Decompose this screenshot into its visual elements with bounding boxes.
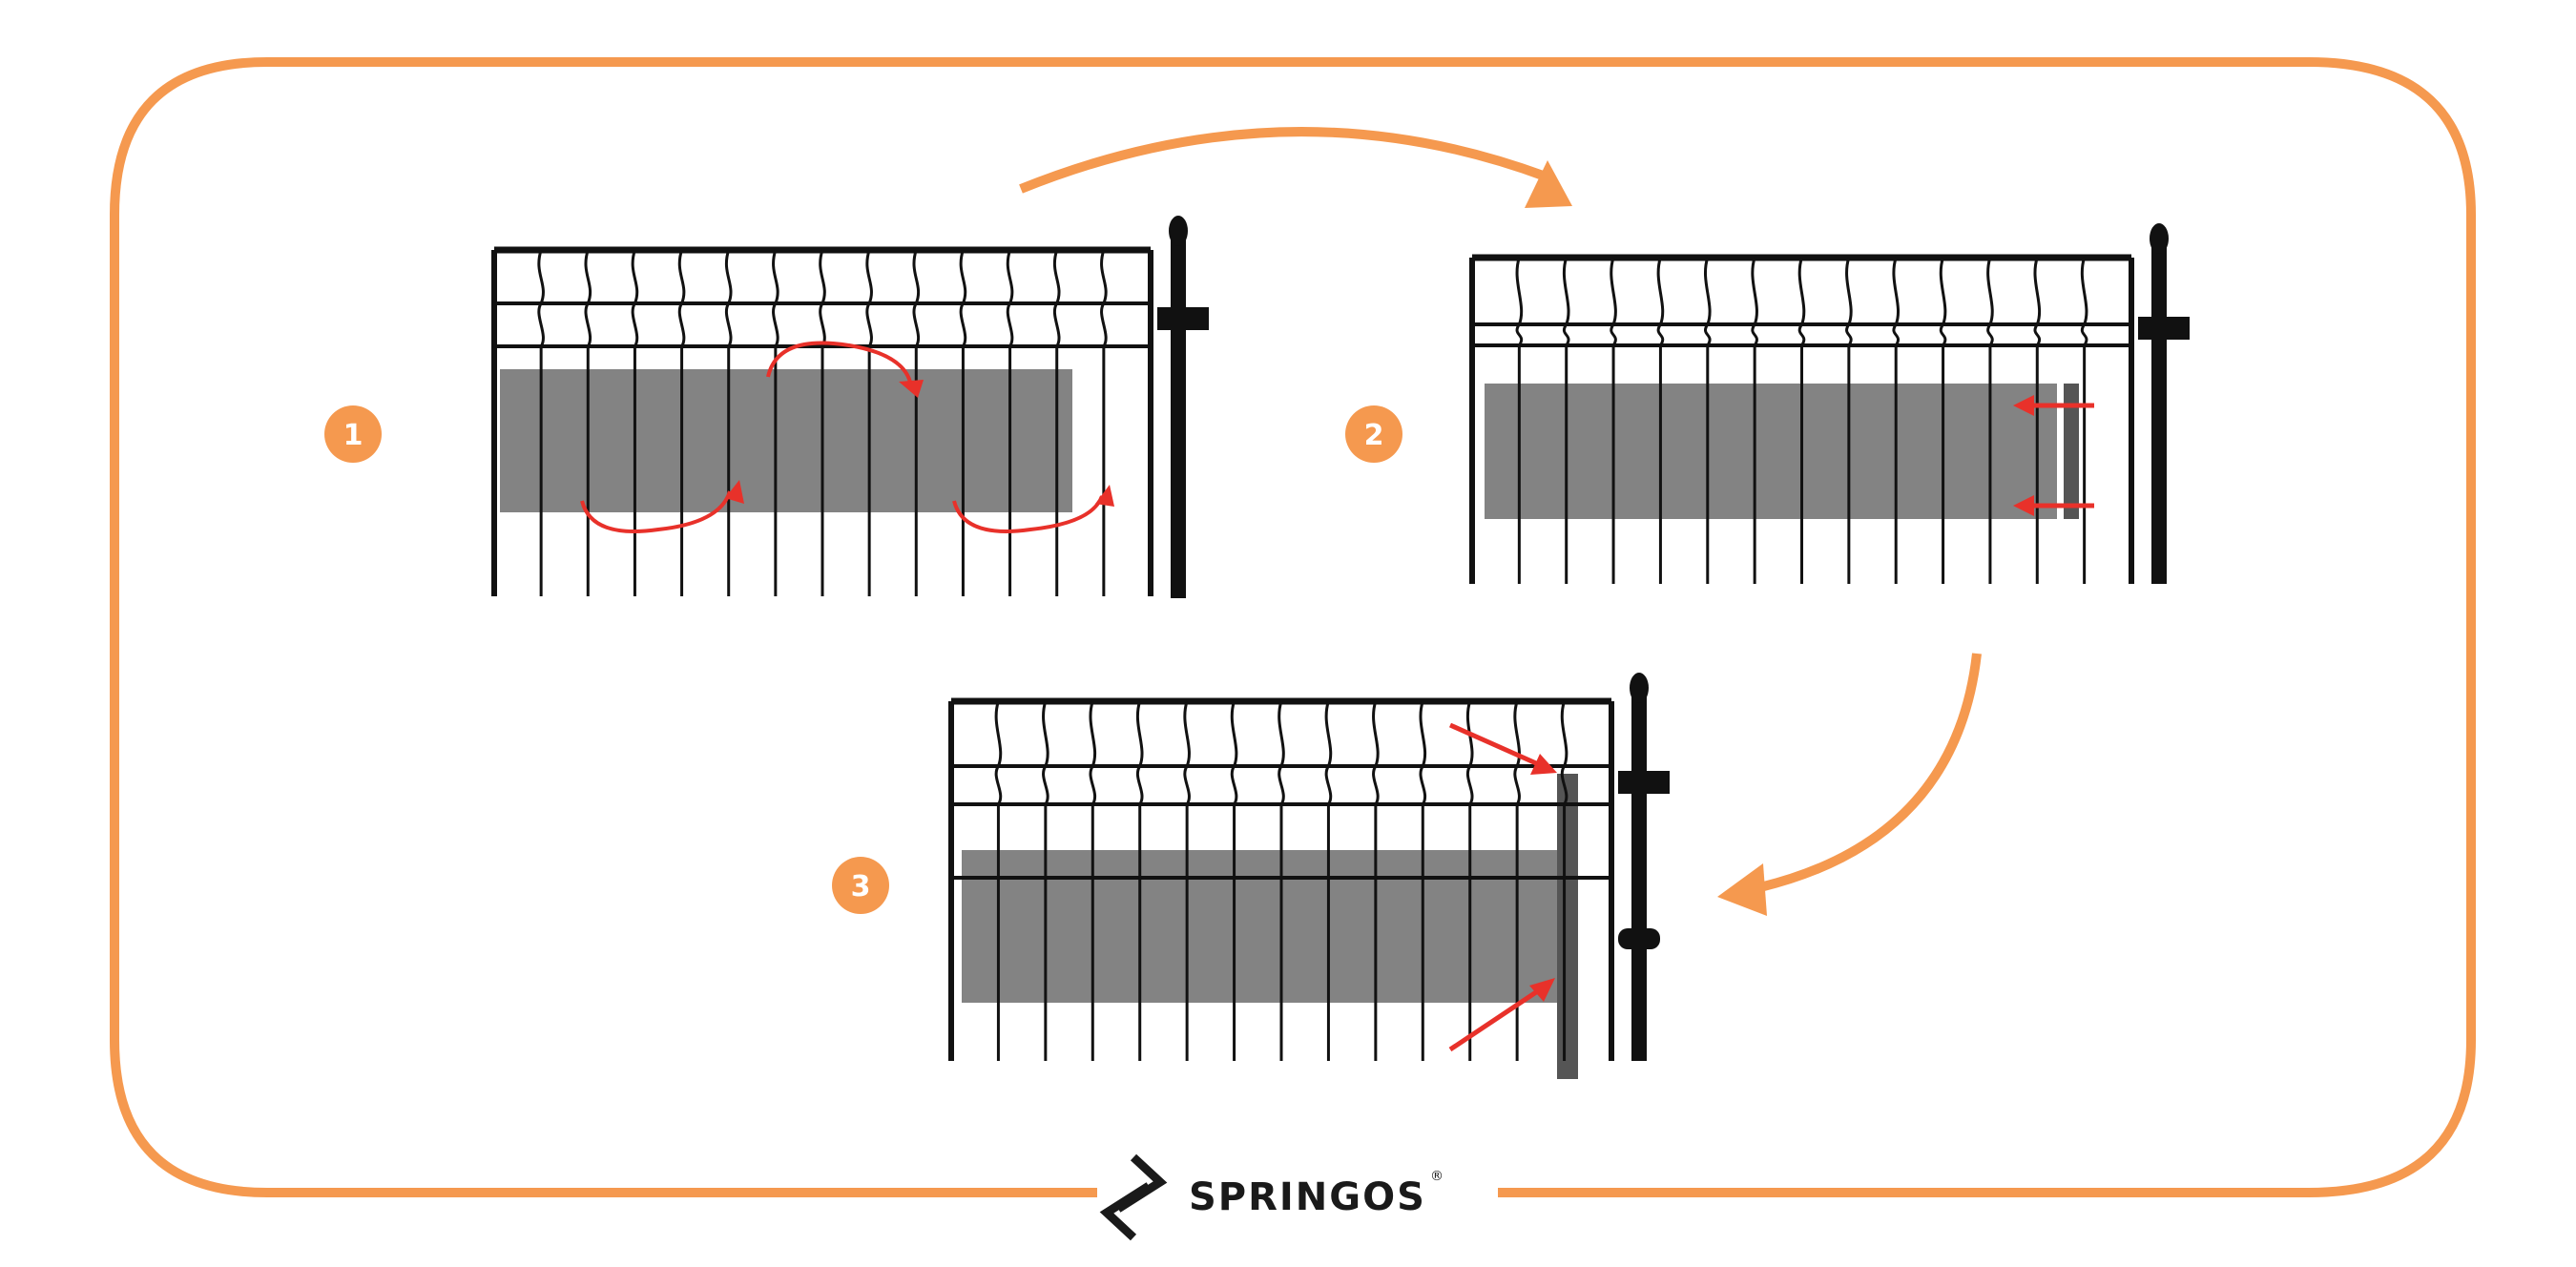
step-number-3: 3 <box>851 870 871 904</box>
screen-panel <box>500 369 1072 512</box>
clip-arrow-top-head <box>1530 754 1557 775</box>
fence-wire <box>1703 257 1712 584</box>
push-arrow-top-head <box>2013 395 2034 416</box>
red-arrows-step-3 <box>1448 722 1557 1052</box>
fence-wire <box>1656 257 1665 584</box>
panel-clip-edge <box>1557 774 1578 1079</box>
wrap-arrow-top-head <box>899 380 924 398</box>
fence-wire <box>772 249 779 596</box>
screen-panel <box>1485 384 2057 519</box>
fence-wire <box>1562 257 1570 584</box>
fence-wire <box>1183 700 1191 1061</box>
fence-wire <box>819 249 826 596</box>
wrap-arrow-bottom-right-head <box>1095 485 1114 507</box>
fence-wire <box>1052 249 1061 596</box>
clip-arrow-top <box>1448 722 1538 766</box>
fence-wire <box>1751 257 1758 584</box>
step-number-2: 2 <box>1364 419 1384 452</box>
fence-wire <box>677 249 686 596</box>
springos-logo-icon <box>1099 1153 1168 1241</box>
fence-wire <box>994 700 1003 1061</box>
fence-wire <box>1419 700 1427 1061</box>
fence-post-bracket <box>1618 771 1670 794</box>
fence-wire <box>1797 257 1806 584</box>
wrap-arrow-bottom-left-head <box>725 480 744 504</box>
fence-post <box>1171 232 1186 598</box>
fence-wire <box>2033 257 2042 584</box>
fence-wire <box>1372 700 1380 1061</box>
wrap-arrow-bottom-left <box>580 490 732 533</box>
step-badge-3: 3 <box>832 857 889 914</box>
fence-wire <box>724 249 733 596</box>
fence-wire <box>1006 249 1014 596</box>
fence-wire <box>1939 257 1947 584</box>
fence-wire <box>959 249 967 596</box>
fence-wire <box>1892 257 1901 584</box>
fence-wire <box>537 249 545 596</box>
fence-wire <box>1465 700 1474 1061</box>
fence-post-bracket-lower <box>1618 928 1660 949</box>
fence-wire <box>1845 257 1853 584</box>
step-number-1: 1 <box>343 419 364 452</box>
fence-step-3 <box>948 673 1670 1079</box>
frame <box>110 57 2476 1197</box>
brand-name: SPRINGOS <box>1189 1175 1426 1219</box>
fence-wire <box>865 249 873 596</box>
fence-wire <box>584 249 592 596</box>
fence-wire <box>1230 700 1238 1061</box>
red-arrows-step-2 <box>2013 395 2094 516</box>
fence-post <box>1631 689 1647 1061</box>
flow-arrows <box>1019 127 1982 916</box>
push-arrow-bottom-head <box>2013 495 2034 516</box>
wrap-arrow-bottom-right <box>952 495 1104 533</box>
fence-step-1 <box>491 216 1209 598</box>
fence-post-cap <box>2150 223 2169 254</box>
fence-wire <box>1278 700 1285 1061</box>
fence-post-cap <box>1169 216 1188 246</box>
clip-arrow-bottom-head <box>1529 978 1555 1002</box>
fence-post <box>2151 239 2167 584</box>
flow-arrow-2-to-3-head <box>1717 863 1767 916</box>
flow-arrow-1-to-2-head <box>1525 160 1572 208</box>
fence-wire <box>1513 700 1521 1061</box>
fence-wire <box>1610 257 1617 584</box>
fence-wire <box>1324 700 1333 1061</box>
fence-wire <box>1986 257 1994 584</box>
brand-trademark: ® <box>1429 1169 1444 1184</box>
fence-wire <box>912 249 921 596</box>
fence-wire <box>631 249 639 596</box>
clip-arrow-bottom <box>1448 989 1538 1052</box>
fence-post-bracket <box>1157 307 1209 330</box>
fence-wire <box>1089 700 1097 1061</box>
fence-wire <box>1515 257 1524 584</box>
frame-border <box>110 57 2476 1197</box>
screen-panel <box>962 850 1565 1003</box>
step-badge-1: 1 <box>324 405 382 463</box>
fence-post-bracket <box>2138 317 2190 340</box>
fence-wire <box>1042 700 1049 1061</box>
fence-wire <box>1135 700 1144 1061</box>
flow-arrow-2-to-3 <box>1758 653 1982 892</box>
step-badge-2: 2 <box>1345 405 1402 463</box>
fence-wire <box>1100 249 1108 596</box>
fence-post-cap <box>1630 673 1649 703</box>
fence-wire <box>2080 257 2088 584</box>
flow-arrow-1-to-2 <box>1019 127 1548 194</box>
brand-footer: SPRINGOS ® <box>1097 1150 1498 1245</box>
fence-wire <box>1560 700 1568 1061</box>
red-arrows-step-1 <box>580 341 1114 533</box>
wrap-arrow-top <box>766 341 913 387</box>
panel-clip-edge <box>2064 384 2079 519</box>
fence-step-2 <box>1469 223 2190 584</box>
